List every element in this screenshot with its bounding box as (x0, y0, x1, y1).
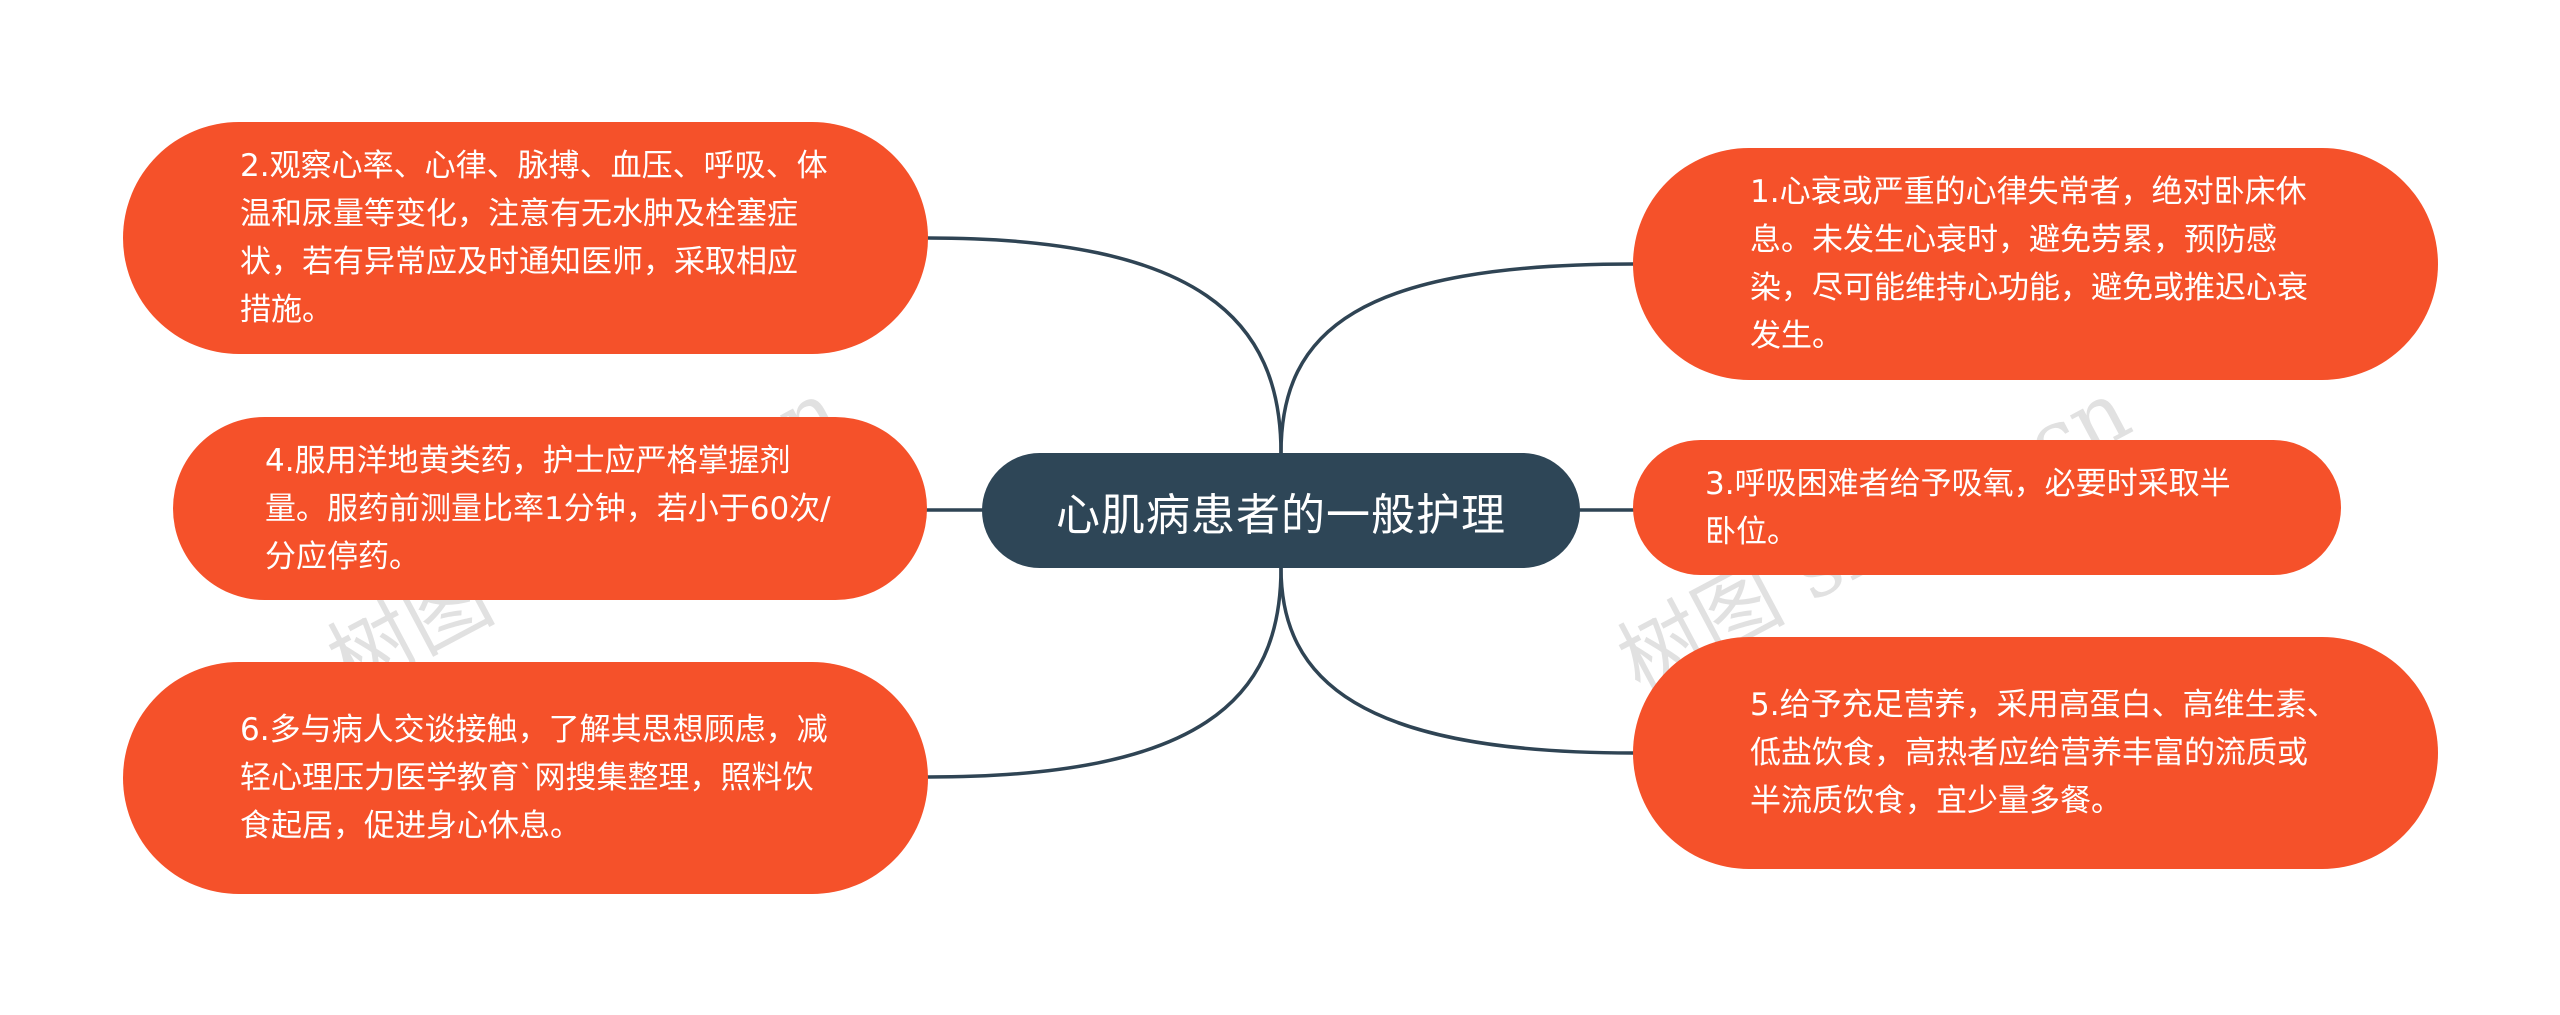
central-topic-node[interactable]: 心肌病患者的一般护理 (982, 453, 1580, 568)
topic-node-1[interactable]: 1.心衰或严重的心律失常者，绝对卧床休息。未发生心衰时，避免劳累，预防感染，尽可… (1633, 148, 2438, 380)
topic-node-3[interactable]: 3.呼吸困难者给予吸氧，必要时采取半卧位。 (1633, 440, 2341, 575)
topic-node-5[interactable]: 5.给予充足营养，采用高蛋白、高维生素、低盐饮食，高热者应给营养丰富的流质或半流… (1633, 637, 2438, 869)
topic-node-4-text: 4.服用洋地黄类药，护士应严格掌握剂量。服药前测量比率1分钟，若小于60次/分应… (265, 442, 831, 575)
topic-node-2-text: 2.观察心率、心律、脉搏、血压、呼吸、体温和尿量等变化，注意有无水肿及栓塞症状，… (240, 148, 828, 328)
central-topic-label: 心肌病患者的一般护理 (1056, 489, 1506, 541)
topic-node-2[interactable]: 2.观察心率、心律、脉搏、血压、呼吸、体温和尿量等变化，注意有无水肿及栓塞症状，… (123, 122, 928, 354)
topic-node-4[interactable]: 4.服用洋地黄类药，护士应严格掌握剂量。服药前测量比率1分钟，若小于60次/分应… (173, 417, 927, 600)
connector-to-node-2 (926, 236, 1283, 455)
topic-node-3-text: 3.呼吸困难者给予吸氧，必要时采取半卧位。 (1705, 465, 2231, 550)
topic-node-6[interactable]: 6.多与病人交谈接触，了解其思想顾虑，减轻心理压力医学教育`网搜集整理，照料饮食… (123, 662, 928, 894)
connector-to-node-1 (1279, 262, 1635, 455)
connector-to-node-5 (1279, 566, 1635, 755)
topic-node-6-text: 6.多与病人交谈接触，了解其思想顾虑，减轻心理压力医学教育`网搜集整理，照料饮食… (240, 712, 828, 844)
connector-to-node-6 (926, 566, 1283, 779)
topic-node-5-text: 5.给予充足营养，采用高蛋白、高维生素、低盐饮食，高热者应给营养丰富的流质或半流… (1750, 687, 2338, 819)
topic-node-1-text: 1.心衰或严重的心律失常者，绝对卧床休息。未发生心衰时，避免劳累，预防感染，尽可… (1750, 174, 2308, 354)
